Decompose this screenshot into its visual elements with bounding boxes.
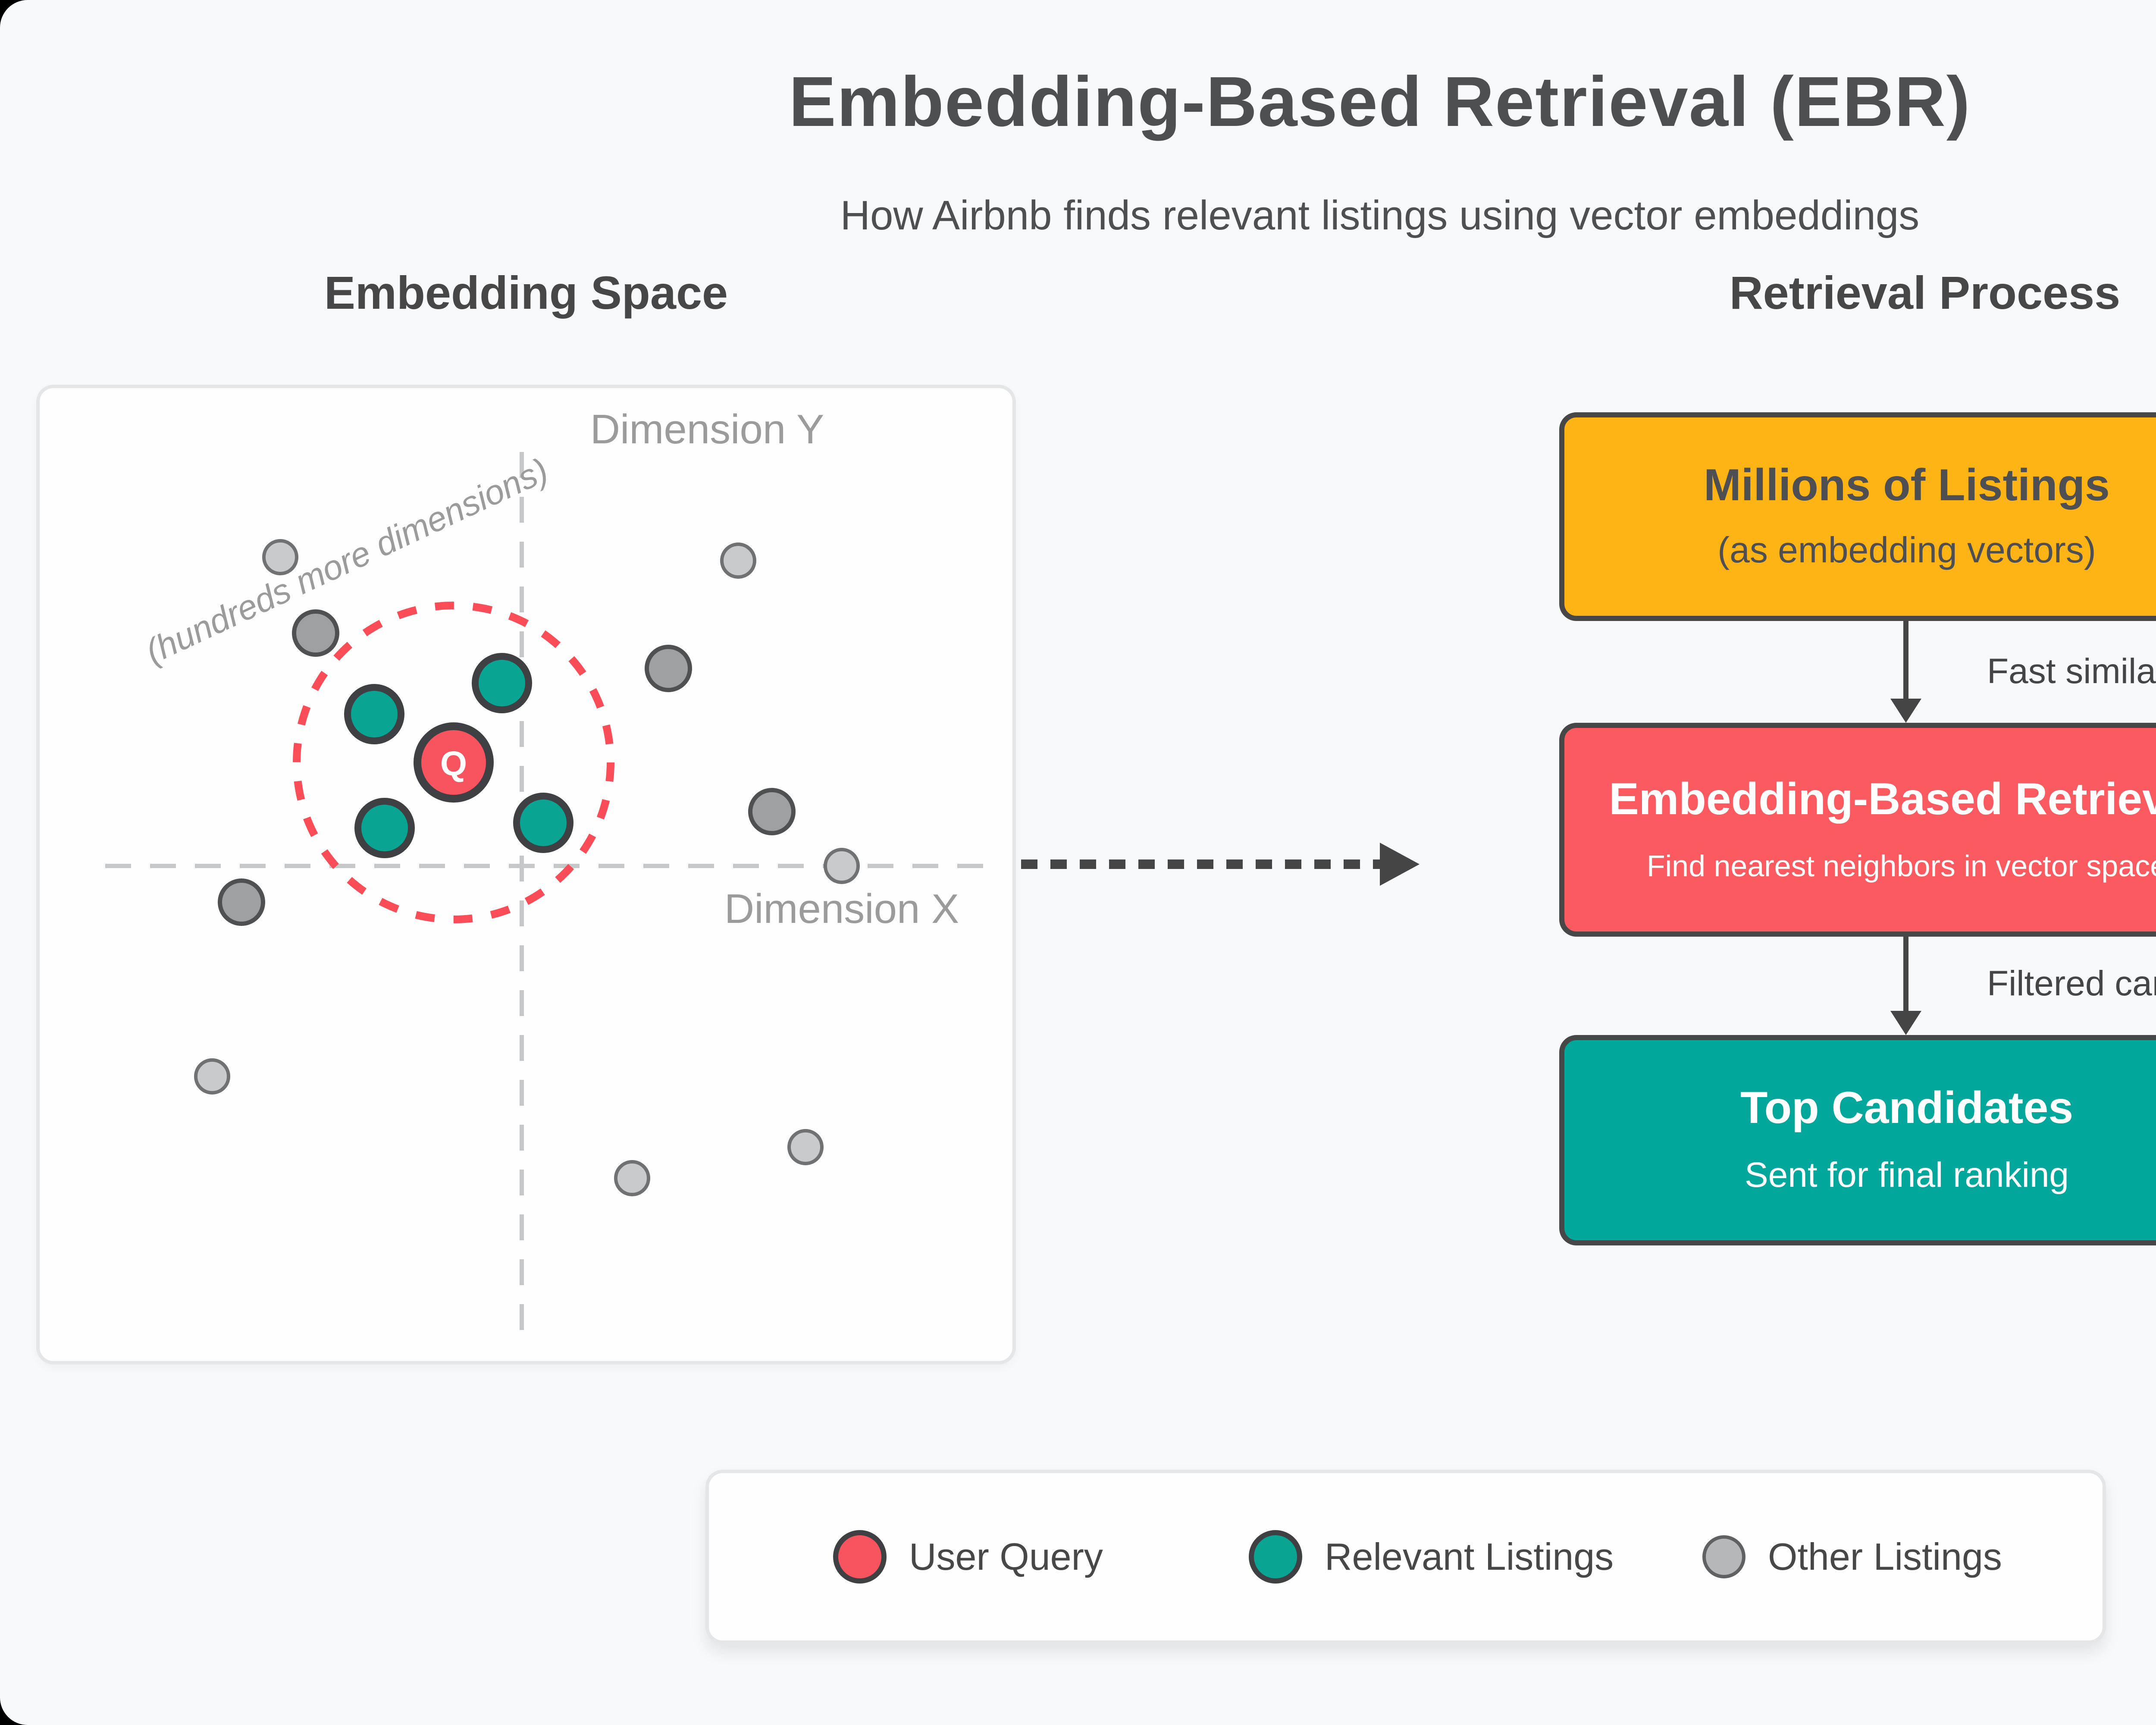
axis-lines: [105, 452, 999, 1347]
scatter-dots: [194, 539, 860, 1196]
arrowhead-right-icon: [1380, 843, 1420, 886]
legend-item-user-query: User Query: [833, 1473, 1103, 1640]
connector-label-filtered-candidates: Filtered candidates: [1987, 964, 2156, 1004]
other-listing-dot: [748, 788, 796, 835]
step-title: Top Candidates: [1740, 1082, 2074, 1134]
user-query-dot: [414, 722, 494, 803]
relevant-listing-dot: [472, 653, 532, 713]
relevant-listing-dot: [354, 798, 415, 858]
step-top-candidates: Top Candidates Sent for final ranking: [1559, 1035, 2156, 1245]
relevant-listing-dot: [344, 684, 404, 744]
arrowhead-down-icon: [1890, 1011, 1921, 1035]
step-title: Embedding-Based Retrieval: [1609, 773, 2156, 825]
step-millions-of-listings: Millions of Listings (as embedding vecto…: [1559, 412, 2156, 621]
axis-y-label: Dimension Y: [590, 406, 824, 452]
other-listing-dot: [292, 609, 339, 657]
other-listing-dot-small: [262, 539, 298, 575]
step-embedding-based-retrieval: Embedding-Based Retrieval Find nearest n…: [1559, 723, 2156, 937]
embedding-space-heading: Embedding Space: [324, 267, 728, 319]
step-subtitle: (as embedding vectors): [1717, 532, 2096, 572]
step-subtitle: Sent for final ranking: [1744, 1155, 2069, 1195]
relevant-listing-dot: [513, 793, 573, 853]
arrowhead-down-icon: [1890, 699, 1921, 723]
other-listing-dot-small: [824, 848, 860, 884]
user-query-dot-label: Q: [440, 744, 467, 783]
embedding-space-plot: Dimension Y Dimension X (hundreds more d…: [105, 406, 999, 1347]
legend: User Query Relevant Listings Other Listi…: [705, 1470, 2106, 1644]
legend-label: User Query: [909, 1534, 1103, 1578]
step-title: Millions of Listings: [1704, 458, 2110, 510]
legend-label: Other Listings: [1768, 1534, 2002, 1578]
other-listing-dot-small: [787, 1129, 824, 1165]
more-dimensions-note: (hundreds more dimensions): [140, 451, 554, 671]
other-listings-swatch-icon: [1702, 1535, 1745, 1578]
legend-item-relevant-listings: Relevant Listings: [1249, 1473, 1614, 1640]
connector-arrow-down-1: [1890, 621, 1921, 723]
connector-arrow-down-2: [1890, 937, 1921, 1035]
relevant-listings-swatch-icon: [1249, 1530, 1302, 1584]
connector-label-fast-similarity: Fast similarity search: [1987, 652, 2156, 692]
retrieval-process-heading: Retrieval Process: [1729, 267, 2121, 319]
embedding-space-panel: Dimension Y Dimension X (hundreds more d…: [36, 385, 1016, 1364]
legend-item-other-listings: Other Listings: [1702, 1473, 2002, 1640]
page-subtitle: How Airbnb finds relevant listings using…: [840, 193, 1920, 240]
user-query-swatch-icon: [833, 1530, 887, 1584]
other-listing-dot: [218, 878, 265, 926]
other-listing-dot: [645, 645, 692, 692]
step-subtitle: Find nearest neighbors in vector space: [1646, 848, 2156, 883]
panel-to-flow-dashed-arrow: [1021, 843, 1420, 886]
other-listing-dot-small: [614, 1160, 650, 1196]
axis-x-label: Dimension X: [724, 886, 959, 932]
neighborhood-radius-ring: [293, 602, 614, 923]
other-listing-dot-small: [194, 1058, 230, 1095]
other-listing-dot-small: [720, 543, 756, 579]
legend-label: Relevant Listings: [1325, 1534, 1614, 1578]
page-title: Embedding-Based Retrieval (EBR): [789, 62, 1971, 141]
